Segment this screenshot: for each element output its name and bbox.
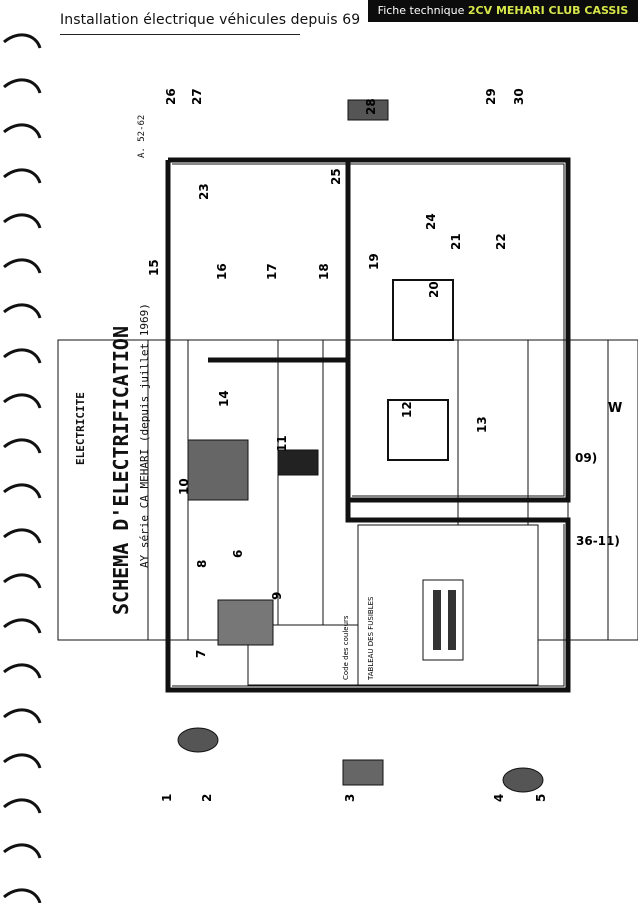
component-number: 3 — [343, 794, 357, 802]
binding-ring — [3, 78, 42, 94]
component-number: 23 — [197, 183, 211, 200]
header-badge: Fiche technique 2CV MEHARI CLUB CASSIS — [368, 0, 638, 22]
binding-ring — [3, 888, 42, 903]
component-number: 2 — [200, 794, 214, 802]
component-number: 14 — [217, 390, 231, 407]
component-number: 27 — [190, 88, 204, 105]
title-underline — [60, 34, 300, 35]
component-number: 20 — [427, 281, 441, 298]
binding-ring — [3, 213, 42, 229]
document-title: Installation électrique véhicules depuis… — [60, 12, 361, 28]
color-code-title: Code des couleurs — [342, 615, 350, 680]
component-number: 29 — [484, 88, 498, 105]
component-number: 24 — [424, 213, 438, 230]
component-number: 28 — [364, 98, 378, 115]
binding-ring — [3, 393, 42, 409]
component-number: 19 — [367, 253, 381, 270]
fuse-table-box: TABLEAU DES FUSIBLES — [357, 524, 539, 686]
binding-ring — [3, 438, 42, 454]
spiral-binding — [3, 33, 42, 903]
component-number: 11 — [275, 435, 289, 452]
binding-ring — [3, 348, 42, 364]
binding-ring — [3, 303, 42, 319]
components — [177, 99, 544, 793]
component-number: 30 — [512, 88, 526, 105]
binding-ring — [3, 573, 42, 589]
component-number: 9 — [270, 592, 284, 600]
component-number: 7 — [194, 650, 208, 658]
component-number: 16 — [215, 263, 229, 280]
diagram-title: SCHEMA D'ELECTRIFICATION — [109, 326, 133, 615]
badge-accent: 2CV MEHARI CLUB CASSIS — [467, 4, 629, 17]
component-number: 5 — [534, 794, 548, 802]
component-number: 4 — [492, 794, 506, 802]
binding-ring — [3, 123, 42, 139]
partial-text-09: 09) — [575, 451, 597, 465]
component-number: 22 — [494, 233, 508, 250]
component-number: 25 — [329, 168, 343, 185]
diagram-subtitle: AY série CA MEHARI (depuis juillet 1969) — [138, 303, 151, 568]
component-number: 1 — [160, 794, 174, 802]
component-number: 21 — [449, 233, 463, 250]
binding-ring — [3, 663, 42, 679]
binding-ring — [3, 33, 42, 49]
section-label: ELECTRICITE — [74, 392, 87, 465]
binding-ring — [3, 528, 42, 544]
binding-ring — [3, 618, 42, 634]
component-number: 17 — [265, 263, 279, 280]
fuse-block — [387, 399, 449, 461]
fuse-title: TABLEAU DES FUSIBLES — [367, 596, 375, 681]
binding-ring — [3, 168, 42, 184]
component-number: 15 — [147, 259, 161, 276]
component-number: 8 — [195, 560, 209, 568]
partial-text-w: W — [608, 401, 622, 416]
binding-ring — [3, 843, 42, 859]
ref-code: A. 52-62 — [137, 115, 147, 158]
binding-ring — [3, 258, 42, 274]
component-number: 6 — [231, 550, 245, 558]
harness-frame — [165, 157, 571, 693]
component-number: 26 — [164, 88, 178, 105]
component-number: 10 — [177, 478, 191, 495]
binding-ring — [3, 483, 42, 499]
binding-ring — [3, 798, 42, 814]
binding-ring — [3, 708, 42, 724]
badge-prefix: Fiche technique — [377, 4, 465, 17]
partial-text-36: 36-11) — [576, 534, 620, 548]
component-number: 13 — [475, 416, 489, 433]
component-number: 18 — [317, 263, 331, 280]
component-number: 12 — [400, 401, 414, 418]
binding-ring — [3, 753, 42, 769]
wiring-diagram: W 09) 36-11) A. 52-62 ELECTRICITE SCHEMA… — [57, 88, 638, 802]
